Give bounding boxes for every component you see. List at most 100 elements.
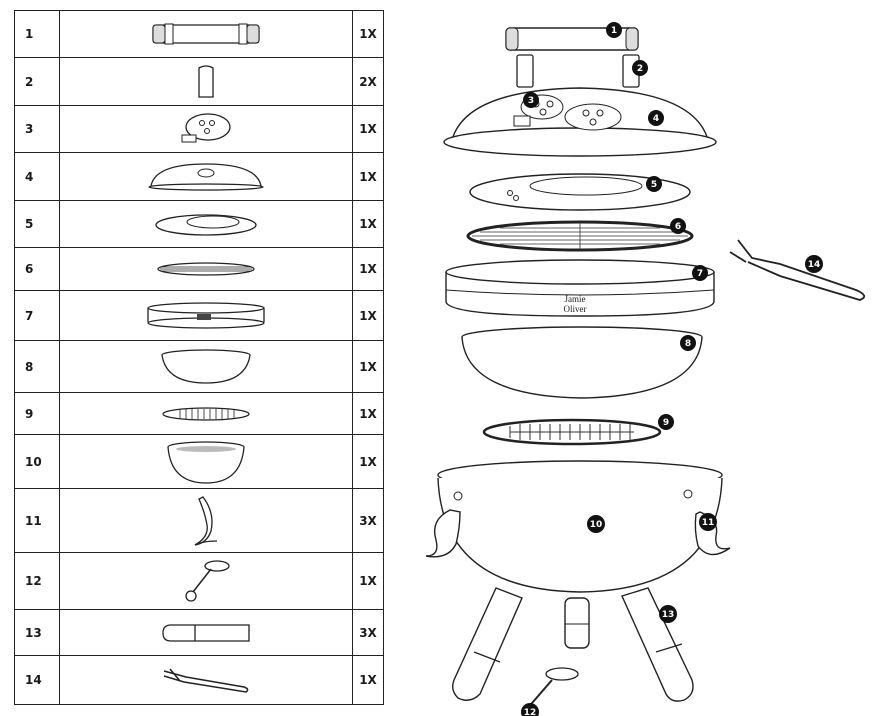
brand-logo-line2: Oliver	[564, 304, 587, 314]
part-quantity: 1X	[352, 552, 384, 610]
part-lid-icon	[59, 152, 353, 201]
assembly-legs	[451, 587, 694, 702]
assembly-lid	[443, 87, 717, 157]
table-row: 11 3X	[14, 488, 384, 553]
table-row: 3 1X	[14, 105, 384, 153]
assembly-cooking-grate	[466, 220, 694, 252]
part-quantity: 3X	[352, 488, 384, 553]
part-number: 3	[14, 105, 60, 153]
callout-11: 11	[699, 513, 717, 531]
callout-2: 2	[632, 60, 648, 76]
table-row: 10 1X	[14, 434, 384, 489]
part-ash-vent-icon	[59, 552, 353, 610]
part-leg-icon	[59, 609, 353, 656]
svg-text:12: 12	[524, 708, 537, 716]
part-cooking-grate-icon	[59, 247, 353, 291]
part-ring-icon	[59, 290, 353, 341]
part-lid-hook-icon	[59, 655, 353, 705]
part-lid-vent-icon	[59, 105, 353, 153]
assembly-lid-hook	[729, 239, 866, 301]
part-number: 5	[14, 200, 60, 248]
part-handle-bracket-icon	[59, 57, 353, 106]
part-number: 4	[14, 152, 60, 201]
callout-4: 4	[648, 110, 664, 126]
callout-12: 12	[521, 703, 539, 716]
part-charcoal-grate-icon	[59, 392, 353, 435]
svg-text:7: 7	[697, 269, 703, 279]
assembly-heat-shield	[469, 173, 691, 211]
callout-5: 5	[646, 176, 662, 192]
svg-text:5: 5	[651, 180, 657, 190]
svg-text:1: 1	[611, 26, 617, 36]
parts-table: 1 1X 2 2X 3 1X 4 1X	[14, 10, 384, 705]
part-bowl-icon	[59, 340, 353, 393]
part-kettle-bowl-icon	[59, 434, 353, 489]
part-number: 11	[14, 488, 60, 553]
table-row: 14 1X	[14, 655, 384, 705]
table-row: 6 1X	[14, 247, 384, 291]
svg-text:9: 9	[663, 418, 669, 428]
svg-text:2: 2	[637, 64, 643, 74]
svg-text:3: 3	[528, 96, 534, 106]
table-row: 9 1X	[14, 392, 384, 435]
exploded-assembly-diagram: Jamie Oliver 1 2 3 4 5 6 7 8	[425, 22, 866, 716]
table-row: 7 1X	[14, 290, 384, 341]
part-quantity: 1X	[352, 655, 384, 705]
callout-10: 10	[587, 515, 605, 533]
part-quantity: 3X	[352, 609, 384, 656]
part-quantity: 2X	[352, 57, 384, 106]
part-quantity: 1X	[352, 10, 384, 58]
part-number: 14	[14, 655, 60, 705]
table-row: 4 1X	[14, 152, 384, 201]
table-row: 8 1X	[14, 340, 384, 393]
part-number: 12	[14, 552, 60, 610]
callout-9: 9	[658, 414, 674, 430]
part-number: 13	[14, 609, 60, 656]
callout-14: 14	[805, 255, 823, 273]
svg-text:4: 4	[653, 114, 659, 124]
table-row: 1 1X	[14, 10, 384, 58]
assembly-ring: Jamie Oliver	[445, 259, 715, 317]
assembly-lid-handle	[505, 27, 639, 51]
callout-1: 1	[606, 22, 622, 38]
table-row: 5 1X	[14, 200, 384, 248]
part-number: 9	[14, 392, 60, 435]
svg-text:8: 8	[685, 339, 691, 349]
assembly-bowl	[461, 326, 703, 399]
part-quantity: 1X	[352, 340, 384, 393]
assembly-handle-brackets	[516, 54, 640, 88]
part-number: 10	[14, 434, 60, 489]
svg-text:10: 10	[590, 520, 603, 530]
assembly-kettle-bowl	[437, 460, 723, 593]
callout-7: 7	[692, 265, 708, 281]
part-number: 2	[14, 57, 60, 106]
svg-text:14: 14	[808, 260, 821, 270]
callout-6: 6	[670, 218, 686, 234]
part-quantity: 1X	[352, 434, 384, 489]
table-row: 2 2X	[14, 57, 384, 106]
table-row: 12 1X	[14, 552, 384, 610]
part-quantity: 1X	[352, 105, 384, 153]
svg-text:11: 11	[702, 518, 715, 528]
svg-text:13: 13	[662, 610, 675, 620]
svg-text:6: 6	[675, 222, 681, 232]
part-lid-handle-icon	[59, 10, 353, 58]
part-leg-bracket-icon	[59, 488, 353, 553]
part-quantity: 1X	[352, 152, 384, 201]
part-heat-shield-icon	[59, 200, 353, 248]
part-number: 6	[14, 247, 60, 291]
table-row: 13 3X	[14, 609, 384, 656]
part-quantity: 1X	[352, 392, 384, 435]
callout-8: 8	[680, 335, 696, 351]
callout-3: 3	[523, 92, 539, 108]
assembly-charcoal-grate	[482, 418, 662, 446]
part-number: 1	[14, 10, 60, 58]
part-number: 8	[14, 340, 60, 393]
part-number: 7	[14, 290, 60, 341]
assembly-ash-vent	[525, 667, 579, 711]
part-quantity: 1X	[352, 247, 384, 291]
part-quantity: 1X	[352, 200, 384, 248]
brand-logo-line1: Jamie	[565, 294, 586, 304]
part-quantity: 1X	[352, 290, 384, 341]
callout-13: 13	[659, 605, 677, 623]
